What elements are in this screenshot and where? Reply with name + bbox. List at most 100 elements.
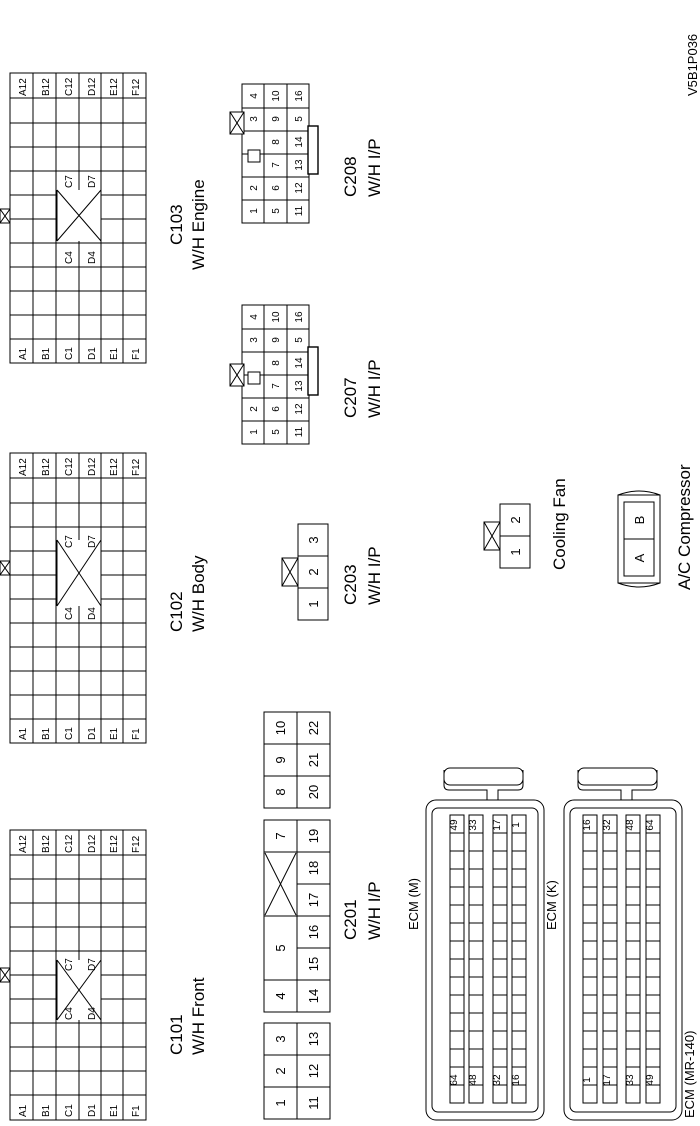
pin-label: C4 — [64, 607, 75, 620]
pin-label: 11 — [294, 426, 305, 437]
pin-label: D1 — [87, 347, 98, 360]
pin-label: 5 — [294, 337, 305, 343]
pin-label: 12 — [294, 182, 305, 194]
pin-label: 15 — [306, 957, 321, 971]
pin-label: 19 — [306, 829, 321, 843]
pin-label: D7 — [87, 175, 98, 188]
pin-label: D4 — [87, 1007, 98, 1020]
pin-label: 64 — [645, 819, 656, 831]
pin-label: 33 — [468, 819, 479, 831]
pin-label: 49 — [449, 819, 460, 831]
connector-c203: 1 2 3 C203 W/H I/P — [281, 523, 384, 621]
pin-label: E1 — [109, 727, 120, 740]
harness-name: W/H Body — [189, 555, 208, 632]
pin-label: 3 — [249, 337, 260, 343]
pin-label: 16 — [511, 1074, 522, 1086]
pin-label: F12 — [131, 78, 142, 96]
pin-label: 6 — [271, 185, 282, 191]
pin-label: C4 — [64, 251, 75, 264]
pin-label: D12 — [87, 77, 98, 96]
pin-label: 4 — [273, 992, 288, 999]
pin-label: E12 — [109, 78, 120, 96]
pin-label: 2 — [273, 1067, 288, 1074]
pin-label: 3 — [306, 536, 321, 543]
pin-label: A12 — [18, 78, 29, 96]
harness-name: W/H I/P — [365, 359, 384, 418]
ecm-footer-label: ECM (MR-140) — [682, 1031, 697, 1118]
pin-label: C1 — [64, 727, 75, 740]
pin-label: B12 — [41, 78, 52, 96]
pin-label: 17 — [602, 1074, 613, 1086]
pin-label: 10 — [271, 311, 282, 323]
pin-label: F12 — [131, 835, 142, 853]
pin-label: A12 — [18, 835, 29, 853]
pin-label: C4 — [64, 1007, 75, 1020]
pin-label: C7 — [64, 958, 75, 971]
connector-name: C203 — [341, 564, 360, 605]
pin-label: B — [632, 516, 647, 525]
connector-name: Cooling Fan — [550, 478, 569, 570]
connector-c103: A1 B1 C1 D1 E1 F1 A12 B12 C12 D12 E12 F1… — [0, 72, 208, 364]
pin-label: 4 — [249, 93, 260, 99]
pin-label: C12 — [64, 457, 75, 476]
connector-c201: 1 2 3 11 12 13 4 5 6 7 14 15 16 17 18 19… — [263, 711, 384, 1120]
pin-label: A1 — [18, 347, 29, 360]
harness-name: W/H I/P — [365, 138, 384, 197]
connector-ecm-k: 1 17 33 49 16 32 48 64 ECM (K) ECM (MR-1… — [544, 767, 697, 1121]
connector-name: C102 — [167, 591, 186, 632]
pin-label: 1 — [582, 1077, 593, 1083]
pin-label: 49 — [645, 1074, 656, 1086]
pin-label: 12 — [294, 403, 305, 415]
connector-name: C207 — [341, 377, 360, 418]
pin-label: A12 — [18, 458, 29, 476]
pin-label: B1 — [41, 347, 52, 360]
harness-name: W/H Front — [189, 977, 208, 1055]
pin-label: 48 — [625, 819, 636, 831]
pin-label: 13 — [306, 1032, 321, 1046]
pin-label: 11 — [294, 205, 305, 216]
pin-label: 8 — [273, 788, 288, 795]
pin-label: 2 — [249, 185, 260, 191]
pin-label: D7 — [87, 958, 98, 971]
diagram-id: V5B1P036 — [685, 34, 700, 96]
connector-name: ECM (K) — [544, 880, 559, 930]
pin-label: 1 — [306, 600, 321, 607]
pin-label: D1 — [87, 1104, 98, 1117]
pin-label: 32 — [492, 1074, 503, 1086]
pin-label: C1 — [64, 1104, 75, 1117]
pin-label: 12 — [306, 1064, 321, 1078]
pin-label: 5 — [294, 116, 305, 122]
pin-label: 16 — [294, 90, 305, 102]
pin-label: F12 — [131, 458, 142, 476]
pin-label: E1 — [109, 347, 120, 360]
pin-label: 4 — [249, 314, 260, 320]
pin-label: 48 — [468, 1074, 479, 1086]
pin-label: D4 — [87, 607, 98, 620]
pin-label: 21 — [306, 753, 321, 767]
pin-label: 8 — [271, 139, 282, 145]
pin-label: E1 — [109, 1104, 120, 1117]
pin-label: 14 — [294, 136, 305, 148]
pin-label: 22 — [306, 721, 321, 735]
connector-ecm-m: 64 48 32 16 49 33 17 1 ECM (M) — [406, 767, 545, 1121]
pin-label: C12 — [64, 834, 75, 853]
pin-label: E12 — [109, 835, 120, 853]
pin-label: B1 — [41, 727, 52, 740]
pin-label: 1 — [273, 1099, 288, 1106]
pin-label: A — [632, 553, 647, 562]
pin-label: A1 — [18, 727, 29, 740]
pin-label: B12 — [41, 835, 52, 853]
pin-label: 20 — [306, 785, 321, 799]
pin-label: 18 — [306, 861, 321, 875]
pin-label: A1 — [18, 1104, 29, 1117]
pin-label: 16 — [582, 819, 593, 831]
pin-label: 14 — [306, 989, 321, 1003]
pin-label: 5 — [271, 208, 282, 214]
pin-label: 1 — [249, 208, 260, 214]
pin-label: F1 — [131, 1105, 142, 1117]
pin-label: F1 — [131, 728, 142, 740]
pin-label: B12 — [41, 458, 52, 476]
pin-label: 32 — [602, 819, 613, 831]
pin-label: C7 — [64, 535, 75, 548]
